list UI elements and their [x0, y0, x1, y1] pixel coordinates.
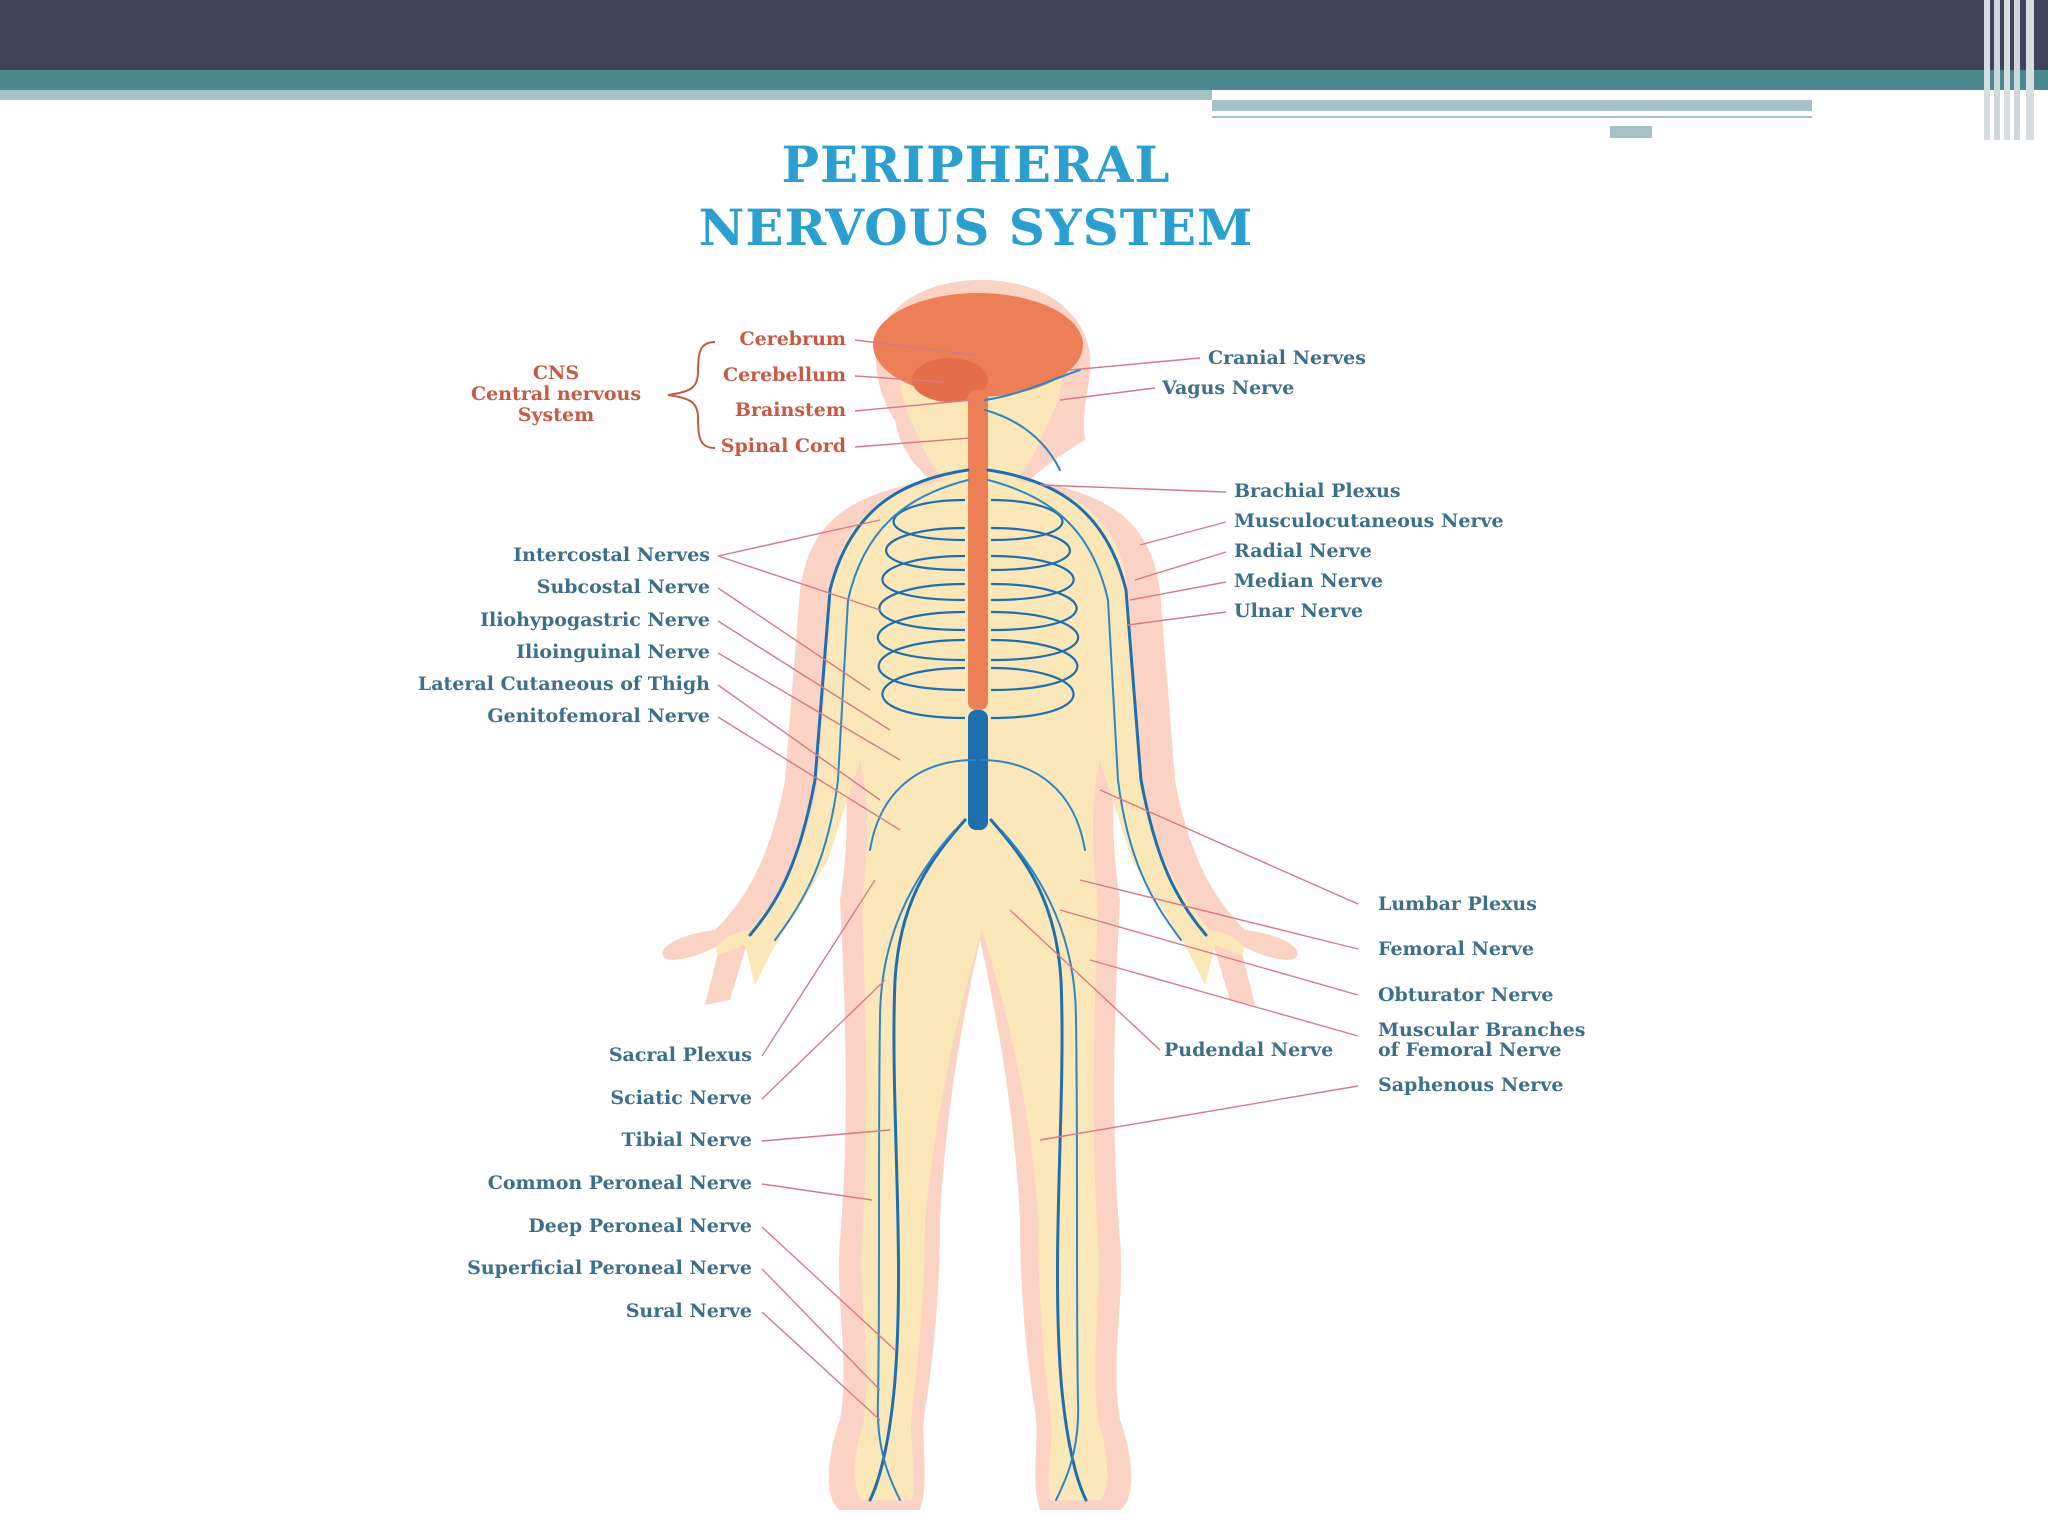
slide-header — [0, 0, 2048, 140]
title-line-2: NERVOUS SYSTEM — [699, 198, 1254, 257]
cauda-equina-shape — [968, 710, 988, 830]
label-cerebellum: Cerebellum — [723, 364, 846, 386]
label-lumbar-plexus: Lumbar Plexus — [1378, 893, 1537, 915]
label-superficial-peroneal-nerve: Superficial Peroneal Nerve — [467, 1257, 752, 1279]
cns-brace — [667, 341, 716, 449]
label-genitofemoral-nerve: Genitofemoral Nerve — [487, 705, 710, 727]
label-femoral-nerve: Femoral Nerve — [1378, 938, 1534, 960]
right-lower-labels: Lumbar Plexus Femoral Nerve Obturator Ne… — [1009, 789, 1585, 1141]
cns-heading-line-2: Central nervous — [471, 383, 641, 405]
label-muscular-branches-line-1: Muscular Branches — [1378, 1019, 1585, 1041]
label-brachial-plexus: Brachial Plexus — [1234, 480, 1401, 502]
label-pudendal-nerve: Pudendal Nerve — [1164, 1039, 1333, 1061]
left-lower-labels: Sacral Plexus Sciatic Nerve Tibial Nerve… — [467, 879, 896, 1421]
label-obturator-nerve: Obturator Nerve — [1378, 984, 1553, 1006]
intercostal-nerves — [876, 498, 1080, 720]
header-light-bar — [0, 90, 1212, 100]
central-nervous-system — [873, 293, 1083, 830]
label-musculocutaneous-nerve: Musculocutaneous Nerve — [1234, 510, 1504, 532]
label-ulnar-nerve: Ulnar Nerve — [1234, 600, 1363, 622]
header-light-tab — [1610, 126, 1652, 138]
label-ilioinguinal-nerve: Ilioinguinal Nerve — [516, 641, 710, 663]
label-deep-peroneal-nerve: Deep Peroneal Nerve — [528, 1215, 752, 1237]
header-white-stripe — [1212, 111, 1898, 116]
label-saphenous-nerve: Saphenous Nerve — [1378, 1074, 1563, 1096]
label-intercostal-nerves: Intercostal Nerves — [513, 544, 710, 566]
cns-heading-line-1: CNS — [533, 362, 579, 384]
cns-heading-line-3: System — [518, 404, 594, 426]
label-iliohypogastric-nerve: Iliohypogastric Nerve — [480, 609, 710, 631]
label-cerebrum: Cerebrum — [739, 328, 846, 350]
label-tibial-nerve: Tibial Nerve — [621, 1129, 752, 1151]
header-teal-bar — [0, 70, 2048, 90]
label-radial-nerve: Radial Nerve — [1234, 540, 1372, 562]
label-cranial-nerves: Cranial Nerves — [1208, 347, 1366, 369]
right-upper-labels: Cranial Nerves Vagus Nerve Brachial Plex… — [1039, 347, 1504, 626]
cns-label-group: CNS Central nervous System Cerebrum Cere… — [471, 328, 976, 457]
label-subcostal-nerve: Subcostal Nerve — [537, 576, 710, 598]
label-sacral-plexus: Sacral Plexus — [609, 1044, 752, 1066]
label-lateral-cutaneous-thigh: Lateral Cutaneous of Thigh — [418, 673, 710, 695]
label-muscular-branches-line-2: of Femoral Nerve — [1378, 1039, 1562, 1061]
peripheral-nerves — [748, 369, 1208, 1502]
left-upper-labels: Intercostal Nerves Subcostal Nerve Ilioh… — [418, 519, 901, 831]
header-corner-lines — [1984, 0, 2034, 140]
label-sciatic-nerve: Sciatic Nerve — [610, 1087, 752, 1109]
label-sural-nerve: Sural Nerve — [626, 1300, 752, 1322]
label-vagus-nerve: Vagus Nerve — [1161, 377, 1294, 399]
header-dark-bar — [0, 0, 2048, 70]
label-spinal-cord: Spinal Cord — [721, 435, 846, 457]
label-common-peroneal-nerve: Common Peroneal Nerve — [488, 1172, 752, 1194]
spinal-cord-shape — [968, 390, 988, 710]
label-brainstem: Brainstem — [735, 399, 846, 421]
title-line-1: PERIPHERAL — [781, 135, 1170, 194]
cerebellum-shape — [912, 358, 988, 402]
label-median-nerve: Median Nerve — [1234, 570, 1383, 592]
